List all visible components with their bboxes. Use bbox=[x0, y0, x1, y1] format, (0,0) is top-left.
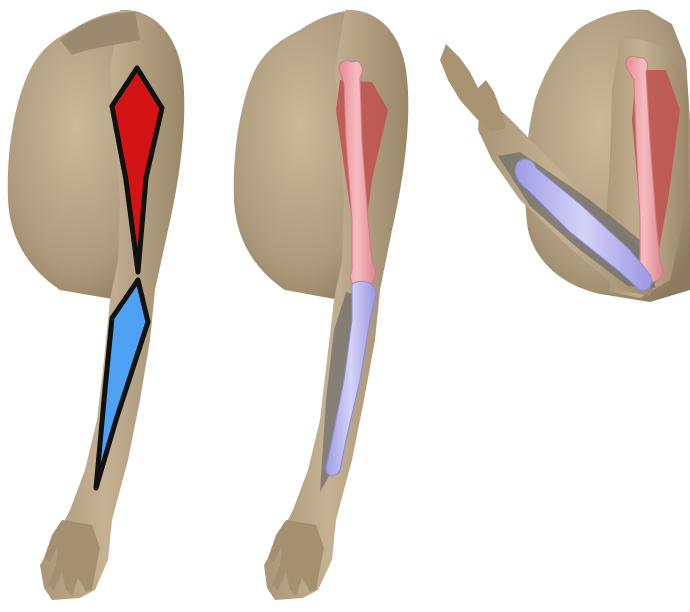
panel-flexed-bones bbox=[440, 10, 690, 302]
hand-right bbox=[440, 44, 506, 132]
panel-extended-bones bbox=[234, 10, 409, 600]
panel-extended-schematic bbox=[8, 10, 185, 600]
